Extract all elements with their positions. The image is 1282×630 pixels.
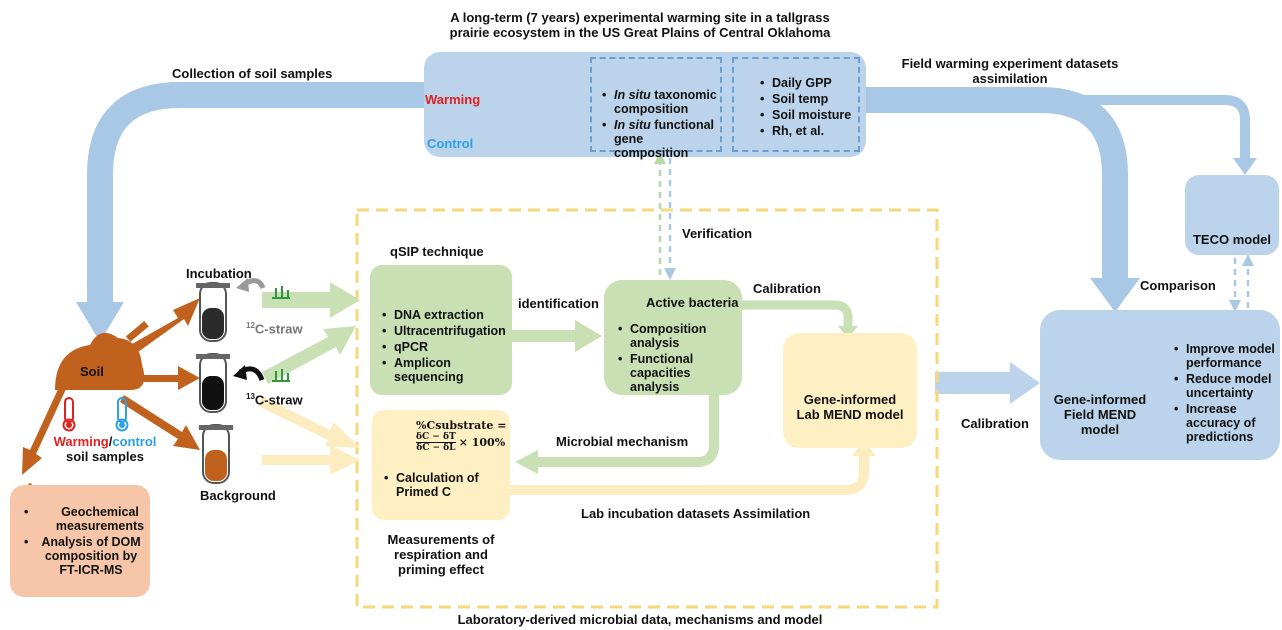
field-mend-item: Improve model performance bbox=[1174, 342, 1280, 370]
lab-mend-label: Gene-informed Lab MEND model bbox=[796, 392, 904, 422]
tube-12c-icon bbox=[196, 282, 230, 342]
calibration-right-label: Calibration bbox=[961, 416, 1029, 431]
soil-label: Soil bbox=[80, 364, 104, 379]
lab-mend-box bbox=[783, 333, 917, 448]
warming-label: Warming bbox=[425, 92, 481, 107]
qsip-item: DNA extraction bbox=[382, 308, 508, 322]
primed-list: Calculation of Primed C bbox=[382, 471, 502, 501]
qsip-title: qSIP technique bbox=[390, 244, 484, 259]
soil-samples-label: Warming/control soil samples bbox=[53, 434, 157, 464]
teco-box bbox=[1185, 175, 1279, 255]
comparison-arrows bbox=[1229, 254, 1254, 312]
geochem-item: Geochemical measurements bbox=[24, 505, 146, 533]
collection-label: Collection of soil samples bbox=[172, 66, 333, 81]
lab-assimilation-label: Lab incubation datasets Assimilation bbox=[581, 506, 811, 521]
tube-qsip-arrows bbox=[262, 282, 360, 384]
measurements-caption: Measurements of respiration and priming … bbox=[387, 532, 495, 577]
field-var: Rh, et al. bbox=[760, 124, 858, 138]
formula-lhs: %Csubstrate = bbox=[416, 419, 507, 432]
field-mend-item: Reduce model uncertainty bbox=[1174, 372, 1280, 400]
priming-formula: %Csubstrate = δC − δT δC − δL × 100% bbox=[416, 420, 508, 453]
site-title: A long-term (7 years) experimental warmi… bbox=[380, 10, 900, 40]
thermometer-soil-warming-icon bbox=[62, 397, 76, 432]
microbial-mechanism-label: Microbial mechanism bbox=[556, 434, 689, 449]
lab-assimilation-arrow bbox=[510, 440, 876, 495]
incubation-label: Incubation bbox=[186, 266, 252, 281]
field-var: Daily GPP bbox=[760, 76, 858, 90]
active-item: Composition analysis bbox=[618, 322, 742, 350]
thermometer-soil-control-icon bbox=[115, 397, 129, 432]
collection-arrow bbox=[76, 82, 424, 342]
tube-13c-icon bbox=[196, 353, 230, 413]
identification-label: identification bbox=[518, 296, 599, 311]
active-item: Functional capacities analysis bbox=[618, 352, 742, 394]
insitu-taxonomic: In situ taxonomic composition bbox=[602, 88, 720, 116]
formula-tail: × 100% bbox=[458, 435, 506, 449]
background-label: Background bbox=[200, 488, 276, 503]
calibration-arrow-top bbox=[742, 300, 858, 338]
formula-denominator: δC − δL bbox=[416, 443, 456, 453]
soil-arrows bbox=[22, 298, 200, 475]
insitu-functional: In situ functional gene composition bbox=[602, 118, 720, 160]
straw-12c-icon bbox=[272, 286, 290, 299]
field-var: Soil temp bbox=[760, 92, 858, 106]
field-mend-label: Gene-informed Field MEND model bbox=[1053, 392, 1147, 437]
comparison-label: Comparison bbox=[1140, 278, 1216, 293]
active-bacteria-title: Active bacteria bbox=[646, 295, 739, 310]
straw-13c-icon bbox=[272, 369, 290, 382]
site-title-line2: prairie ecosystem in the US Great Plains… bbox=[449, 25, 831, 40]
field-var: Soil moisture bbox=[760, 108, 858, 122]
qsip-item: Ultracentrifugation bbox=[382, 324, 508, 338]
calibration-arrow-right bbox=[935, 362, 1040, 404]
geochem-item: Analysis of DOM composition by FT-ICR-MS bbox=[24, 535, 146, 577]
qsip-list: DNA extraction Ultracentrifugation qPCR … bbox=[380, 308, 508, 386]
field-mend-list: Improve model performance Reduce model u… bbox=[1172, 342, 1280, 446]
field-assimilation-label: Field warming experiment datasets assimi… bbox=[901, 56, 1119, 86]
verification-arrows bbox=[654, 152, 676, 280]
background-arrows bbox=[258, 396, 360, 475]
verification-label: Verification bbox=[682, 226, 753, 241]
formula-numerator: δC − δT bbox=[416, 432, 456, 443]
microbial-mechanism-arrow bbox=[515, 395, 719, 474]
qsip-item: qPCR bbox=[382, 340, 508, 354]
field-assimilation-arrow bbox=[866, 87, 1257, 312]
field-mend-item: Increase accuracy of predictions bbox=[1174, 402, 1280, 444]
c12-label: 12C-straw bbox=[246, 321, 303, 337]
field-vars-list: Daily GPP Soil temp Soil moisture Rh, et… bbox=[758, 76, 858, 140]
geochem-list: Geochemical measurements Analysis of DOM… bbox=[22, 505, 146, 579]
soil-pile-icon bbox=[55, 320, 149, 390]
site-vars-dashed bbox=[732, 57, 860, 152]
primed-box bbox=[372, 410, 510, 520]
c13-label: 13C-straw bbox=[246, 392, 303, 408]
tube-background-icon bbox=[199, 424, 233, 484]
qsip-item: Amplicon sequencing bbox=[382, 356, 508, 384]
active-bacteria-list: Composition analysis Functional capaciti… bbox=[616, 322, 742, 396]
bottom-caption: Laboratory-derived microbial data, mecha… bbox=[457, 612, 823, 627]
teco-label: TECO model bbox=[1192, 232, 1271, 247]
insitu-list: In situ taxonomic composition In situ fu… bbox=[600, 88, 720, 162]
identification-arrow bbox=[512, 320, 602, 352]
calibration-top-label: Calibration bbox=[753, 281, 821, 296]
lab-frame bbox=[355, 208, 939, 609]
primed-item: Calculation of Primed C bbox=[384, 471, 502, 499]
site-title-line1: A long-term (7 years) experimental warmi… bbox=[450, 10, 830, 25]
control-label: Control bbox=[427, 136, 474, 151]
